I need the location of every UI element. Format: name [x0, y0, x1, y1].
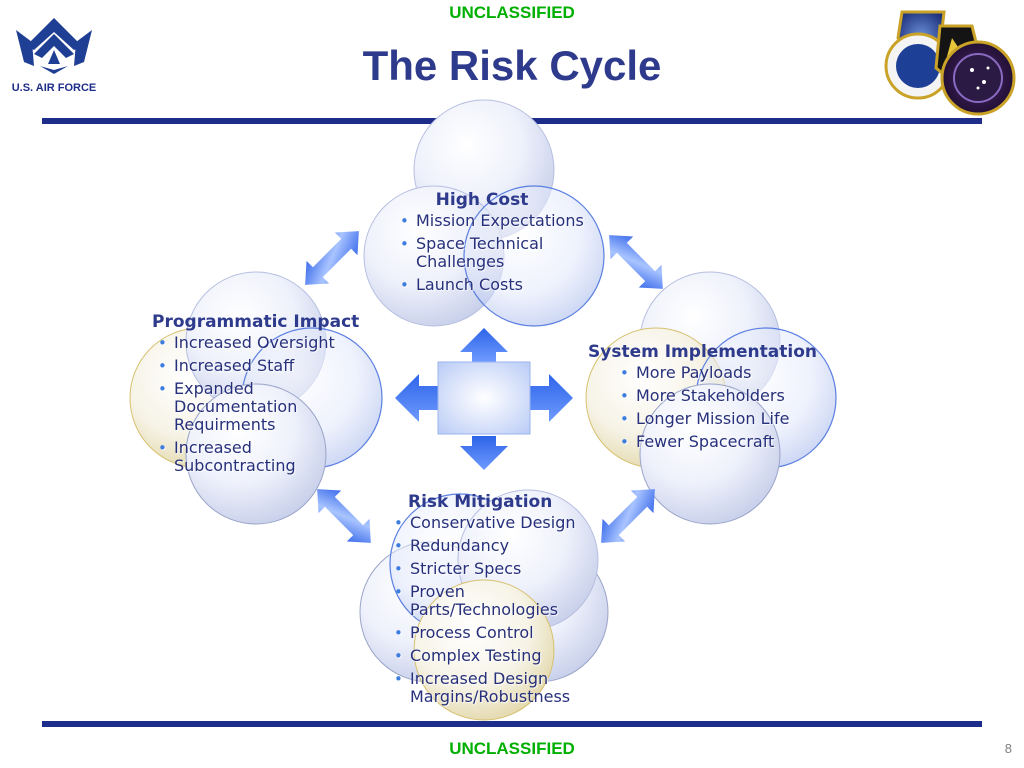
list-item: Complex Testing: [388, 647, 576, 666]
air-force-wings-icon: U.S. AIR FORCE: [4, 12, 104, 98]
list-item: Conservative Design: [388, 514, 576, 533]
list-item: More Stakeholders: [614, 387, 817, 406]
list-item: Fewer Spacecraft: [614, 433, 817, 452]
arrow-bottom-left: [317, 489, 371, 543]
page-number: 8: [1004, 741, 1012, 756]
arrow-bottom-right: [601, 489, 655, 543]
page-title: The Risk Cycle: [362, 42, 662, 89]
classification-top: UNCLASSIFIED: [449, 3, 575, 22]
list-item: Redundancy: [388, 537, 576, 556]
list-item: Space Technical: [394, 235, 584, 254]
list-item: Process Control: [388, 624, 576, 643]
logo-text: U.S. AIR FORCE: [11, 82, 97, 94]
list-item: Stricter Specs: [388, 560, 576, 579]
high-cost-block: High Cost Mission Expectations Space Tec…: [394, 190, 584, 299]
list-item: Increased Oversight: [152, 334, 359, 353]
footer-rule: [42, 721, 982, 727]
classification-bottom: UNCLASSIFIED: [449, 739, 575, 758]
list-item-continuation: Parts/Technologies: [410, 600, 559, 619]
system-implementation-title: System Implementation: [588, 342, 817, 362]
list-item: Expanded: [152, 380, 359, 399]
list-item: Proven: [388, 583, 576, 602]
arrow-top-right: [609, 235, 663, 289]
list-item: Mission Expectations: [394, 212, 584, 231]
list-item-continuation: Margins/Robustness: [410, 687, 571, 706]
programmatic-impact-block: Programmatic Impact Increased Oversight …: [152, 312, 359, 480]
programmatic-impact-title: Programmatic Impact: [152, 312, 360, 332]
list-item-continuation: Subcontracting: [174, 456, 296, 475]
list-item-continuation: Documentation: [174, 397, 298, 416]
list-item: Longer Mission Life: [614, 410, 817, 429]
list-item: Increased Design: [388, 670, 576, 689]
list-item: Increased: [152, 439, 359, 458]
space-command-badge-icon: [880, 8, 1020, 120]
central-four-way-arrow: [395, 328, 573, 470]
list-item: Increased Staff: [152, 357, 359, 376]
list-item: Launch Costs: [394, 276, 584, 295]
list-item: More Payloads: [614, 364, 817, 383]
list-item-continuation: Challenges: [416, 252, 505, 271]
risk-mitigation-block: Risk Mitigation Conservative Design Redu…: [388, 492, 576, 711]
high-cost-title: High Cost: [435, 190, 529, 210]
risk-mitigation-title: Risk Mitigation: [408, 492, 553, 512]
system-implementation-block: System Implementation More Payloads More…: [588, 342, 817, 456]
list-item-continuation: Requirments: [174, 415, 276, 434]
arrow-top-left: [305, 231, 359, 285]
